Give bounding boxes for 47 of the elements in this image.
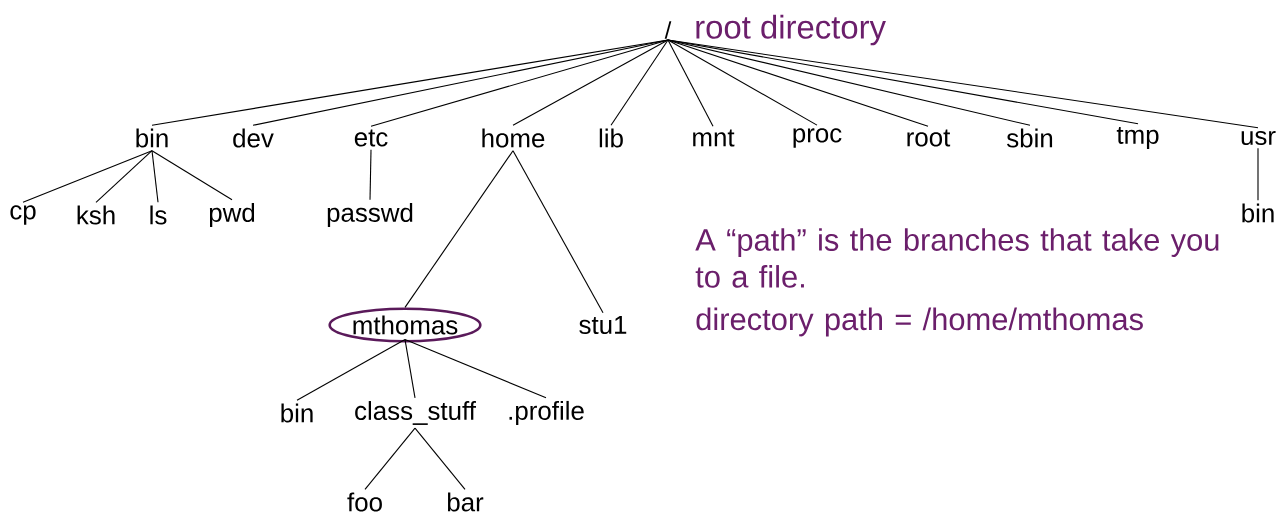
tree-line [610,39,669,126]
note-text: directory path = /home/mthomas [696,307,1143,337]
tree-line [95,150,153,203]
tree-line [414,427,466,490]
tree-line [151,150,159,203]
directory-label: ksh [77,205,115,225]
node-label: root directory [696,14,886,46]
tree-line [364,427,416,490]
note-text: A “path” is the branches that take you to a file. [695,228,1219,288]
tree-line [370,39,669,127]
tree-line [512,150,604,314]
directory-label: pwd [209,202,255,228]
directory-label: dev [233,128,274,148]
directory-label: tmp [1116,126,1159,150]
directory-label: usr [1241,130,1276,146]
directory-label: bin [281,403,313,423]
directory-label: cp [10,205,36,225]
tree-line [404,339,416,399]
tree-line [404,150,514,308]
tree-line [369,149,372,201]
directory-label: lib [599,128,623,148]
directory-label: sbin [1006,128,1053,148]
highlighted-directory: mthomas [328,307,482,343]
directory-label: proc [793,128,842,148]
tree-line [667,39,818,126]
tree-line [512,39,669,126]
directory-label: bin [1242,203,1274,223]
tree-line [667,39,1259,129]
tree-line [404,339,547,399]
directory-label: root [907,129,951,147]
tree-line [151,150,233,201]
directory-label: stu1 [579,315,627,335]
tree-line [667,39,714,127]
tree-line [1257,147,1259,201]
directory-label: .profile [509,400,584,426]
directory-label: foo [347,492,382,512]
directory-label: mnt [693,129,735,147]
directory-label: bar [447,492,484,512]
directory-label: home [482,128,545,148]
directory-label: passwd [327,202,413,228]
directory-label: etc [354,129,388,147]
directory-label: class_stuff [355,401,476,425]
tree-line [22,150,153,203]
tree-line [296,339,406,401]
directory-label: bin [136,128,168,148]
directory-label: ls [150,205,167,225]
root-label: / [664,21,672,39]
